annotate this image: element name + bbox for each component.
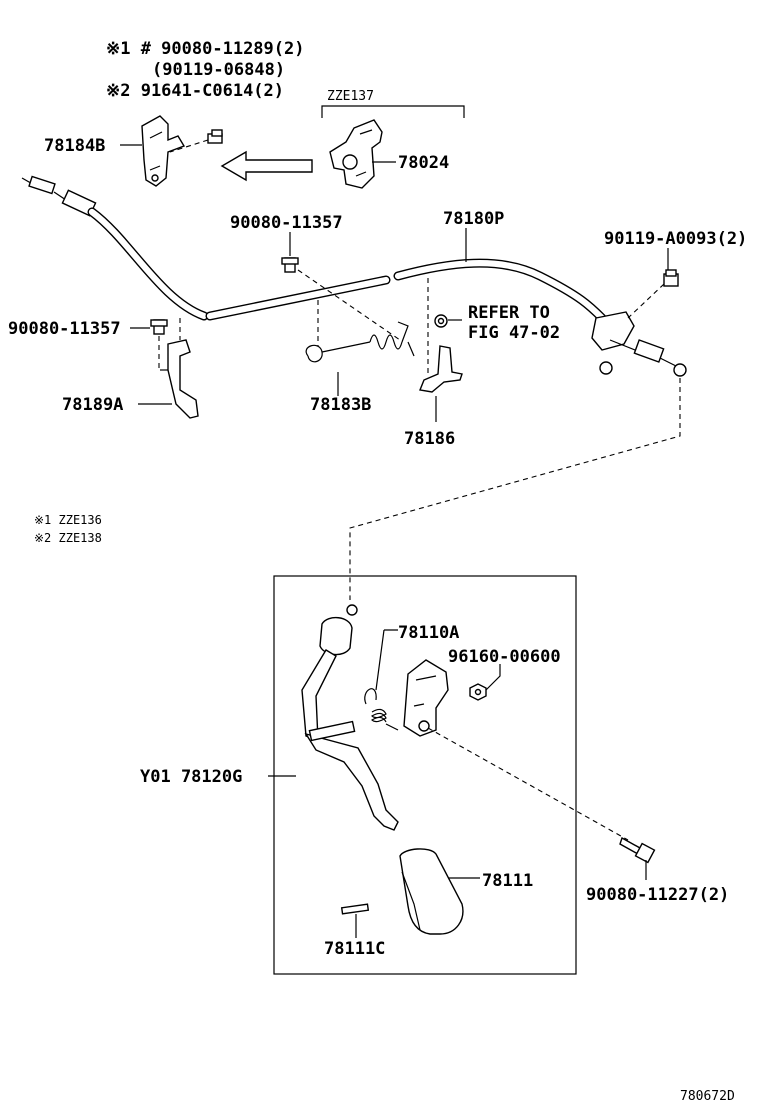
label-78111c[interactable]: 78111C [324,939,385,959]
label-78110a[interactable]: 78110A [398,623,459,643]
header-note-2: (90119-06848) [152,60,285,80]
label-78186[interactable]: 78186 [404,429,455,449]
header-note-1: ※1 # 90080-11289(2) [106,39,304,59]
bracket-78024-icon [329,119,383,189]
label-78189a[interactable]: 78189A [62,395,123,415]
pin-78111c-icon [340,903,370,915]
dash-cable-to-pedal [349,378,681,600]
nut-icon [469,683,487,701]
spring-78183b-icon [305,321,415,363]
label-78180p[interactable]: 78180P [443,209,504,229]
variant-bracket-line [321,105,465,118]
spring-78110a-icon [364,688,399,731]
legend-note-1: ※1 ZZE136 [34,513,102,527]
bolt-icon [150,319,168,335]
refer-line-1[interactable]: REFER TO [468,303,550,323]
variant-label: ZZE137 [327,89,374,104]
label-96160-00600[interactable]: 96160-00600 [448,647,561,667]
clip-78186-icon [419,345,463,393]
legend-note-2: ※2 ZZE138 [34,531,102,545]
label-90080-11227[interactable]: 90080-11227(2) [586,885,729,905]
cable-78180p-icon [21,175,687,377]
bolt-icon [281,257,299,273]
label-78183b[interactable]: 78183B [310,395,371,415]
leader-96160-00600 [485,664,501,691]
bracket-78184b-icon [141,115,186,187]
dash-bracket-bolt [427,727,629,841]
refer-line-2[interactable]: FIG 47-02 [468,323,560,343]
label-78120g[interactable]: Y01 78120G [140,767,242,787]
pedal-pad-78111-icon [399,848,464,935]
pedal-bracket-icon [403,659,449,737]
bolt-icon [663,269,679,287]
pedal-assembly-box [273,575,577,975]
dash-bolt-spring [297,269,401,341]
header-note-3: ※2 91641-C0614(2) [106,81,284,101]
dash-bolt-78184b [169,139,209,153]
dash-bolt-cable-end [627,283,665,319]
label-78111[interactable]: 78111 [482,871,533,891]
label-90080-11357-top[interactable]: 90080-11357 [230,213,343,233]
pedal-arm-78120g-icon [301,604,399,831]
label-78184b[interactable]: 78184B [44,136,105,156]
bolt-icon [207,129,223,144]
leader-78110a [375,629,398,691]
bracket-78189a-icon [160,339,199,419]
diagram-code: 780672D [680,1089,735,1104]
bolt-icon [619,836,656,864]
label-90080-11357-left[interactable]: 90080-11357 [8,319,121,339]
arrow-left-icon [220,150,313,182]
label-90119-a0093[interactable]: 90119-A0093(2) [604,229,747,249]
nut-icon [434,314,448,328]
label-78024[interactable]: 78024 [398,153,449,173]
